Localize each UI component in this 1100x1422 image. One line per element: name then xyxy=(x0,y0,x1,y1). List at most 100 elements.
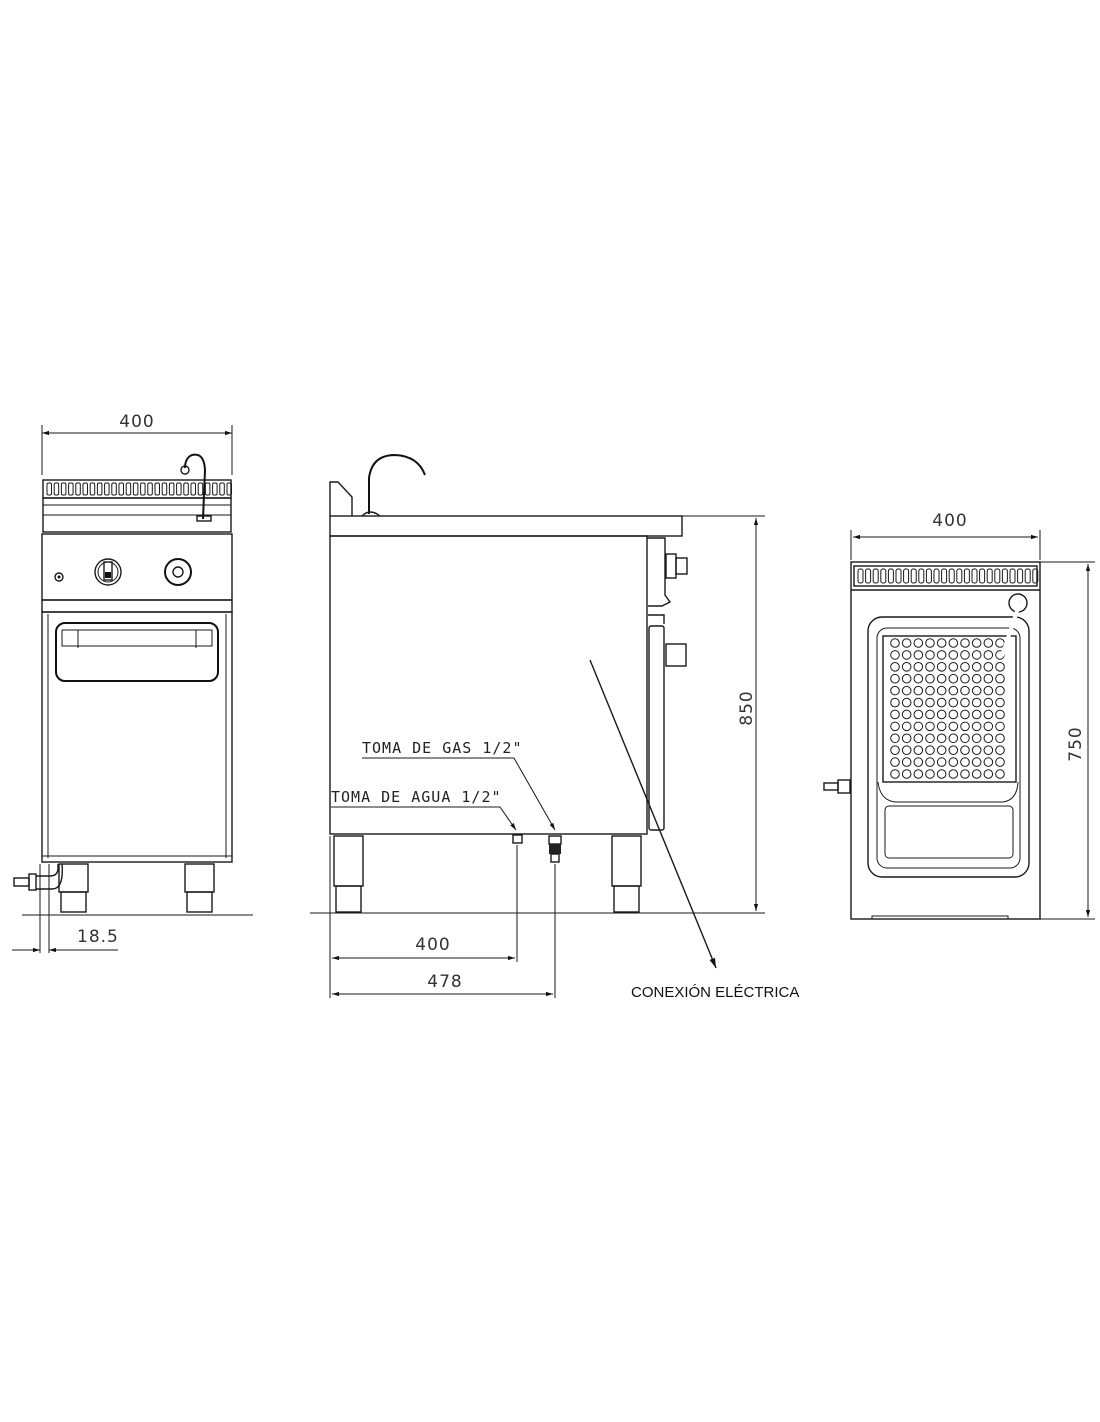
basket-hole xyxy=(901,733,912,744)
basket-hole xyxy=(983,769,994,779)
height-label: 850 xyxy=(737,690,757,725)
basket-hole xyxy=(925,745,935,755)
control-knob[interactable] xyxy=(94,558,122,586)
basket-hole xyxy=(936,673,947,684)
grill-slot xyxy=(971,568,978,584)
basket-hole xyxy=(948,650,959,660)
basket-hole xyxy=(925,733,935,744)
basket-hole xyxy=(936,757,947,767)
basket-hole xyxy=(901,685,912,696)
basket-hole xyxy=(948,733,959,744)
drain-fitting xyxy=(13,863,63,891)
basket-hole xyxy=(936,769,947,779)
basket-hole xyxy=(925,721,935,732)
basket-hole xyxy=(925,757,935,767)
basket-hole xyxy=(936,650,947,660)
basket-hole xyxy=(960,721,970,732)
basket-hole xyxy=(913,650,924,660)
top-body xyxy=(850,561,1041,920)
basket-hole xyxy=(936,685,947,696)
basket-holes xyxy=(890,638,1005,779)
basket-hole xyxy=(960,638,970,648)
basket-hole xyxy=(925,650,935,660)
grill-slot xyxy=(857,568,864,584)
basket-hole xyxy=(913,709,924,720)
basket-hole xyxy=(913,662,924,672)
grill-slot xyxy=(89,482,96,496)
basket-hole xyxy=(890,697,900,708)
basket-hole xyxy=(890,721,900,732)
basket-hole xyxy=(890,638,900,648)
grill-slot xyxy=(941,568,948,584)
basket-hole xyxy=(971,697,982,708)
basket-hole xyxy=(913,733,924,744)
grill-slot xyxy=(903,568,910,584)
basket-hole xyxy=(901,757,912,767)
basket-hole xyxy=(971,733,982,744)
grill-slot xyxy=(204,482,211,496)
grill-slot xyxy=(132,482,139,496)
grill-slot xyxy=(963,568,970,584)
basket-hole xyxy=(983,721,994,732)
basket-hole xyxy=(913,638,924,648)
grill-slot xyxy=(53,482,60,496)
grill-slot xyxy=(986,568,993,584)
grill-slot xyxy=(910,568,917,584)
basket-hole xyxy=(960,733,970,744)
leg xyxy=(184,863,215,893)
basket-hole xyxy=(890,662,900,672)
basket-hole xyxy=(936,662,947,672)
basket-hole xyxy=(925,709,935,720)
door-handle-side xyxy=(665,643,687,667)
basket-hole xyxy=(995,709,1005,720)
grill-slot xyxy=(1001,568,1008,584)
basket-hole xyxy=(971,662,982,672)
leg xyxy=(333,835,364,887)
basket-hole xyxy=(901,650,912,660)
indicator-light xyxy=(54,572,64,582)
basket-hole xyxy=(983,638,994,648)
basket-hole xyxy=(936,697,947,708)
grill-slot xyxy=(96,482,103,496)
grill-slot xyxy=(956,568,963,584)
basket-hole xyxy=(960,697,970,708)
grill-slot xyxy=(82,482,88,496)
grill-slot xyxy=(948,568,955,584)
basket-hole xyxy=(960,662,970,672)
basket-hole xyxy=(971,757,982,767)
basket-hole xyxy=(971,685,982,696)
basket-hole xyxy=(901,697,912,708)
grill-slot xyxy=(118,482,124,496)
basket-hole xyxy=(971,721,982,732)
pilot-button[interactable] xyxy=(164,558,192,586)
basket-hole xyxy=(901,769,912,779)
grill-slot xyxy=(104,482,110,496)
grill-slot xyxy=(895,568,902,584)
side-view: 850 TOMA DE GAS 1/2" TOMA DE AGUA 1/2" 4… xyxy=(310,453,799,1001)
basket-hole xyxy=(901,709,912,720)
basket-hole xyxy=(995,745,1005,755)
grill-slot xyxy=(75,482,81,496)
front-width-label: 400 xyxy=(119,412,154,432)
basket-hole xyxy=(890,745,900,755)
basket-hole xyxy=(913,721,924,732)
basket-hole xyxy=(960,650,970,660)
basket-hole xyxy=(948,745,959,755)
grill-slot xyxy=(140,482,146,496)
basket-hole xyxy=(913,673,924,684)
door-handle[interactable] xyxy=(55,622,219,682)
basket-hole xyxy=(948,673,959,684)
basket-hole xyxy=(890,757,900,767)
grill-slot xyxy=(887,568,894,584)
grill-slot xyxy=(197,482,204,496)
basket-hole xyxy=(960,757,970,767)
top-depth-label: 750 xyxy=(1066,726,1086,761)
grill-slot xyxy=(994,568,1001,584)
top-view: 400 750 xyxy=(823,511,1095,920)
basket-hole xyxy=(936,733,947,744)
water-inlet-label: TOMA DE AGUA 1/2" xyxy=(331,788,502,806)
basket-hole xyxy=(913,757,924,767)
basket-hole xyxy=(948,662,959,672)
basket-hole xyxy=(995,697,1005,708)
grill-slot xyxy=(46,482,52,496)
